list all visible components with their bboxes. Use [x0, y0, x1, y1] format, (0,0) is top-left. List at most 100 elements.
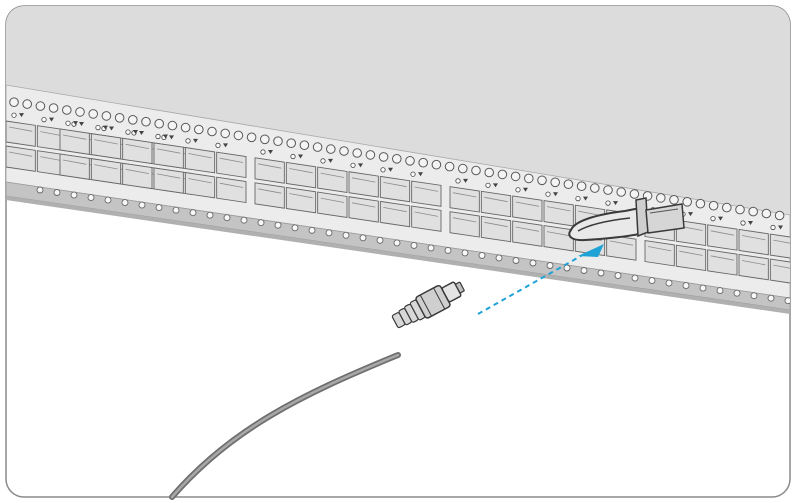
port[interactable]	[769, 258, 796, 285]
port[interactable]	[254, 182, 285, 209]
status-led-icon	[455, 178, 461, 184]
port[interactable]	[254, 157, 285, 184]
rivet	[427, 244, 435, 252]
rivet	[767, 294, 775, 302]
port-slot-line	[710, 230, 735, 236]
port-slot-line	[156, 148, 181, 154]
rivet	[376, 236, 384, 244]
port[interactable]	[411, 180, 442, 207]
port[interactable]	[90, 158, 122, 185]
port-slot-line	[515, 226, 540, 232]
rivet	[393, 239, 401, 247]
vent-hole	[101, 111, 112, 121]
port[interactable]	[480, 190, 512, 218]
insertion-arrow-head	[578, 244, 604, 257]
port[interactable]	[707, 249, 738, 276]
port-direction-icon	[73, 121, 78, 126]
vent-hole	[524, 173, 534, 184]
port-slot-line	[484, 196, 508, 203]
port[interactable]	[122, 162, 153, 190]
port-direction-icon	[103, 125, 108, 130]
port-slot-line	[289, 193, 313, 199]
port[interactable]	[480, 215, 512, 243]
status-led-icon	[410, 171, 416, 177]
port-slot-line	[320, 172, 345, 178]
port-slot-line	[257, 163, 282, 169]
port[interactable]	[379, 200, 411, 228]
port-direction-icon	[718, 216, 723, 221]
vent-hole	[444, 161, 455, 172]
port[interactable]	[411, 205, 442, 232]
transceiver-module[interactable]	[568, 197, 685, 242]
port[interactable]	[675, 244, 707, 272]
port-direction-icon	[169, 135, 174, 140]
port[interactable]	[379, 175, 411, 203]
port-direction-icon	[778, 225, 783, 230]
rivet	[563, 264, 571, 272]
vent-hole	[260, 134, 270, 145]
status-led-icon	[605, 200, 611, 206]
mpo-connector[interactable]	[389, 276, 467, 333]
port-direction-icon	[79, 122, 84, 127]
port[interactable]	[644, 240, 675, 267]
port[interactable]	[122, 137, 153, 165]
port[interactable]	[216, 151, 247, 179]
port[interactable]	[348, 196, 379, 223]
port[interactable]	[512, 220, 543, 247]
port-slot-line	[188, 153, 212, 159]
port[interactable]	[6, 120, 36, 147]
vent-hole	[603, 185, 613, 195]
vent-hole	[180, 122, 191, 133]
port[interactable]	[285, 161, 317, 189]
vent-hole	[220, 128, 230, 139]
port[interactable]	[449, 211, 480, 238]
rivet	[274, 221, 282, 229]
vent-hole	[748, 206, 759, 217]
port[interactable]	[449, 186, 480, 213]
rivet	[665, 279, 673, 287]
vent-hole	[590, 183, 600, 193]
port[interactable]	[543, 200, 574, 227]
port-direction-icon	[418, 172, 423, 177]
port[interactable]	[153, 142, 184, 169]
status-led-icon	[545, 191, 551, 197]
port[interactable]	[184, 172, 216, 199]
port-slot-line	[414, 186, 439, 192]
port[interactable]	[59, 153, 90, 180]
port[interactable]	[184, 147, 216, 174]
port[interactable]	[543, 225, 574, 252]
port[interactable]	[317, 191, 348, 218]
port[interactable]	[59, 128, 90, 155]
port-slot-line	[62, 159, 87, 165]
port[interactable]	[348, 171, 379, 198]
port-slot-line	[383, 182, 407, 188]
port-direction-icon	[163, 134, 168, 139]
rivet	[121, 199, 129, 207]
port[interactable]	[90, 133, 122, 160]
port[interactable]	[285, 186, 317, 214]
port[interactable]	[606, 234, 637, 261]
port-direction-icon	[688, 212, 693, 217]
port[interactable]	[216, 176, 247, 204]
rivet	[138, 201, 146, 209]
port[interactable]	[6, 145, 36, 172]
port[interactable]	[153, 167, 184, 194]
port[interactable]	[738, 253, 769, 281]
port[interactable]	[317, 166, 348, 193]
port-slot-line	[679, 250, 703, 256]
vent-hole	[497, 169, 508, 180]
port[interactable]	[769, 233, 796, 260]
vent-hole	[9, 97, 19, 107]
port[interactable]	[738, 228, 769, 256]
port-slot-line	[219, 157, 244, 163]
vent-hole	[576, 181, 587, 191]
status-led-icon	[575, 196, 581, 202]
port[interactable]	[512, 195, 543, 222]
rivet	[53, 189, 61, 196]
rivet	[750, 292, 758, 300]
chassis-top	[6, 6, 790, 215]
status-led-icon	[125, 129, 131, 135]
port-slot-line	[188, 178, 212, 184]
rivet	[716, 287, 724, 295]
port[interactable]	[707, 224, 738, 251]
